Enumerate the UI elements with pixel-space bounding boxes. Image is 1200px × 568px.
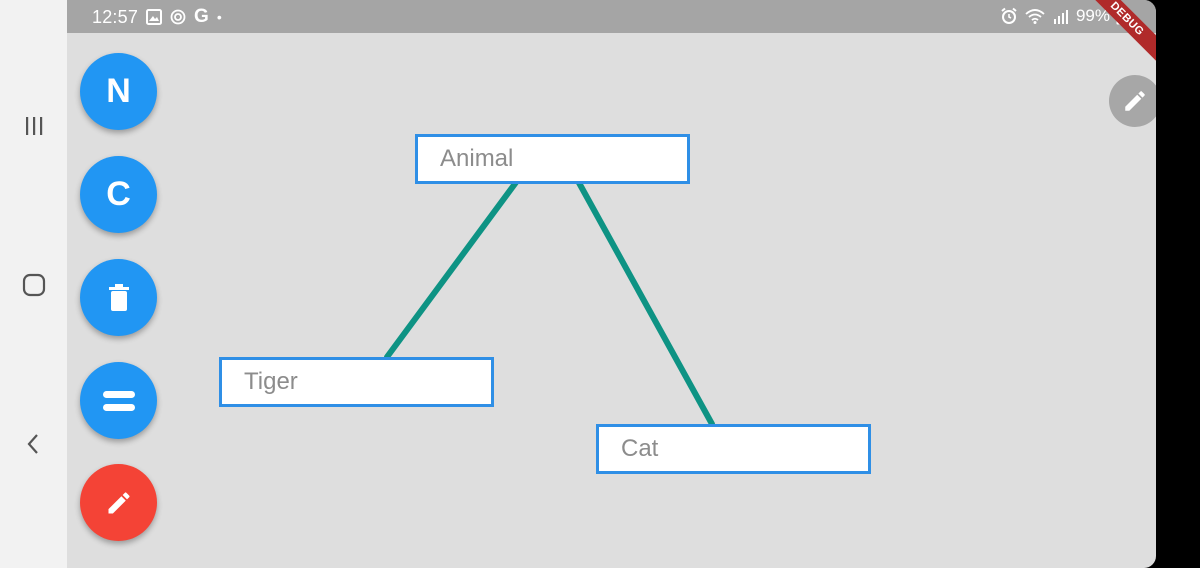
android-navigation-bar (0, 0, 67, 568)
new-node-button[interactable]: N (80, 53, 157, 130)
equals-icon (102, 390, 135, 411)
edges-layer (384, 178, 715, 427)
home-icon (22, 273, 46, 297)
recents-icon (26, 117, 43, 135)
signal-icon (1053, 10, 1068, 24)
recents-button[interactable] (14, 106, 54, 146)
node-label: Cat (621, 435, 659, 462)
app-screen: 12:57 G • (67, 0, 1156, 568)
gallery-icon (146, 9, 163, 25)
side-edit-button[interactable] (1109, 75, 1156, 127)
node-label: Animal (440, 145, 514, 172)
node-animal[interactable]: Animal (415, 134, 690, 184)
graph-canvas[interactable]: Animal Tiger Cat (67, 33, 1156, 568)
connect-button[interactable]: C (80, 156, 157, 233)
pencil-icon (1125, 91, 1145, 111)
node-tiger[interactable]: Tiger (219, 357, 494, 407)
node-cat[interactable]: Cat (596, 424, 871, 474)
wifi-icon (1025, 9, 1045, 24)
edge-animal-cat (575, 178, 715, 427)
battery-percent: 99% (1075, 6, 1110, 25)
google-icon: G (194, 6, 209, 27)
trash-icon (108, 283, 129, 311)
status-bar: 12:57 G • (67, 0, 1156, 65)
node-label: Tiger (244, 368, 298, 395)
home-button[interactable] (14, 265, 54, 305)
pencil-icon (108, 491, 130, 513)
fab-label: C (106, 175, 131, 213)
fab-label: N (106, 72, 131, 110)
alarm-icon (1001, 7, 1017, 24)
target-icon (170, 9, 186, 25)
back-button[interactable] (14, 424, 54, 464)
status-left: 12:57 G • (92, 6, 222, 28)
edge-animal-tiger (384, 178, 520, 360)
delete-button[interactable] (80, 259, 157, 336)
back-icon (27, 434, 38, 454)
notification-dot: • (216, 9, 222, 25)
status-time: 12:57 (92, 6, 139, 27)
menu-button[interactable] (80, 362, 157, 439)
edit-mode-button[interactable] (80, 464, 157, 541)
